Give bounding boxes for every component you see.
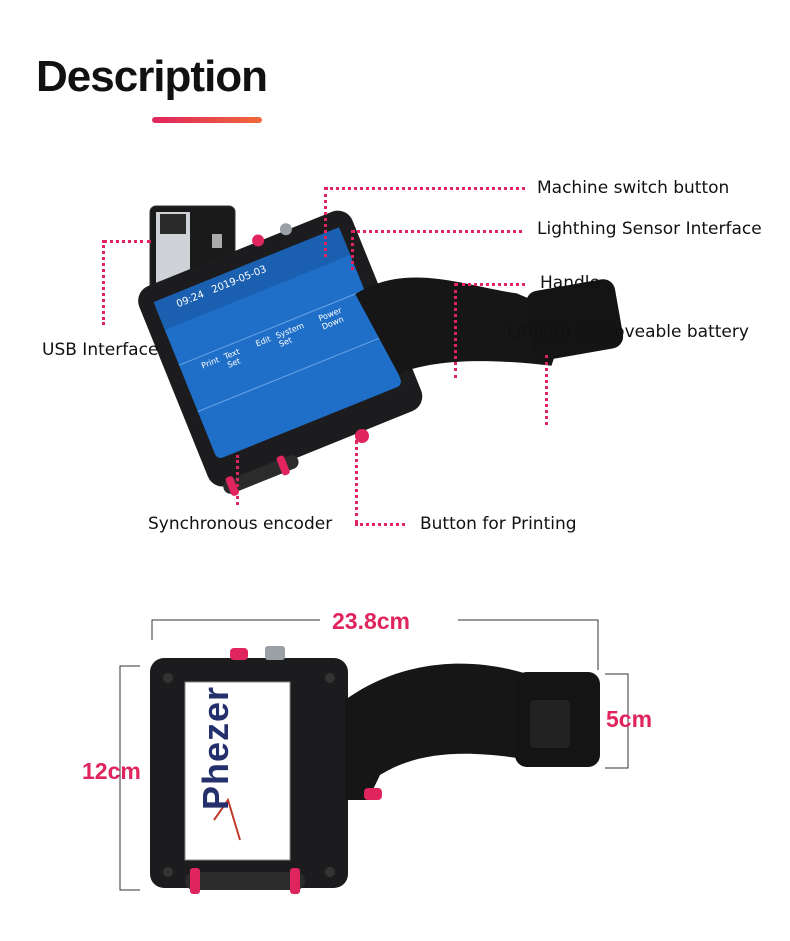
leader-switch-v (324, 187, 327, 257)
dim-height-label: 12cm (82, 758, 141, 784)
label-encoder: Synchronous encoder (148, 514, 333, 534)
leader-sensor-h (352, 230, 522, 233)
leader-usb-v (102, 240, 105, 325)
label-usb: USB Interface (42, 340, 159, 360)
label-handle: Handle (540, 273, 600, 293)
leader-encoder-v (236, 455, 239, 505)
brand-logo: Phezer (195, 685, 236, 810)
dim-width-label: 23.8cm (332, 608, 411, 634)
label-battery: Lithium Removeable battery (507, 322, 749, 342)
title-underline (152, 117, 262, 123)
printer-angled-image (138, 205, 624, 496)
leader-sensor-v (351, 230, 354, 270)
page-title: Description (36, 52, 268, 101)
printer-side-image (119, 619, 629, 894)
leader-print-h (355, 523, 405, 526)
dim-battery-label: 5cm (606, 706, 653, 732)
leader-battery-v (545, 355, 548, 425)
leader-usb-h (103, 240, 151, 243)
leader-switch-h (325, 187, 525, 190)
label-machine-switch: Machine switch button (537, 178, 730, 198)
label-print-button: Button for Printing (420, 514, 577, 534)
leader-handle-v (454, 283, 457, 378)
label-light-sensor: Lighthing Sensor Interface (537, 219, 762, 239)
leader-print-v (355, 440, 358, 524)
leader-handle-h (455, 283, 525, 286)
